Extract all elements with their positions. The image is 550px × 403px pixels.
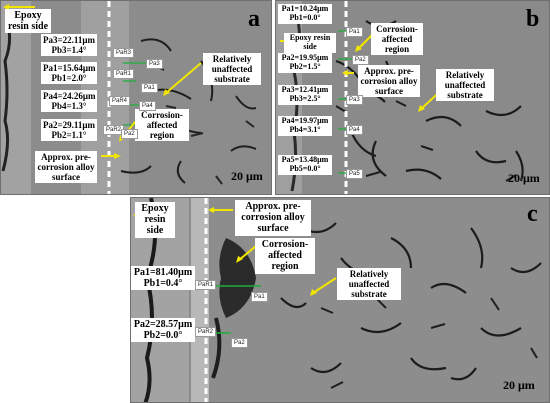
tag-pa4: Pa4 (139, 101, 156, 111)
panel-letter: a (248, 6, 260, 32)
pre-corrosion-surface-label: Approx. pre-corrosion alloy surface (35, 151, 97, 184)
scale-bar-label: 20 μm (231, 169, 263, 183)
unaffected-substrate-label: Relatively unaffected substrate (337, 268, 401, 301)
tag-pa3: Pa3 (346, 95, 363, 105)
tag-pa1: Pa1 (251, 292, 268, 302)
corrosion-region-label: Corrosion-affected region (255, 238, 315, 274)
micrograph-panel-c: Epoxy resin side Approx. pre-corrosion a… (130, 197, 550, 403)
tag-pa2: Pa2 (352, 55, 369, 65)
tag-par1: PaR1 (195, 280, 217, 290)
tag-pa1: Pa1 (141, 83, 158, 93)
tag-par3: PaR3 (113, 48, 135, 58)
tag-par4: PaR4 (109, 96, 131, 106)
unaffected-substrate-label: Relatively unaffected substrate (436, 69, 494, 102)
corrosion-region-label: Corrosion-affected region (135, 109, 189, 142)
panel-letter: b (526, 6, 540, 32)
tag-par2: PaR2 (195, 327, 217, 337)
tag-pa3: Pa3 (146, 59, 163, 69)
epoxy-resin-label: Epoxy resin side (5, 9, 51, 34)
scale-bar-label: 20 μm (508, 171, 540, 185)
panel-letter: c (527, 201, 538, 227)
sem-background-c (131, 198, 549, 402)
scale-bar-label: 20 μm (503, 378, 535, 392)
tag-pa2: Pa2 (121, 129, 138, 139)
epoxy-resin-label: Epoxy resin side (284, 33, 336, 53)
tag-pa1: Pa1 (346, 27, 363, 37)
corrosion-region-label: Corrosion-affected region (371, 23, 423, 56)
pre-corrosion-surface-label: Approx. pre-corrosion alloy surface (235, 200, 311, 236)
tag-par1: PaR1 (113, 69, 135, 79)
tag-pa4: Pa4 (346, 125, 363, 135)
epoxy-resin-label: Epoxy resin side (135, 202, 175, 238)
unaffected-substrate-label: Relatively unaffected substrate (203, 53, 261, 86)
tag-pa2: Pa2 (231, 338, 248, 348)
tag-pa5: Pa5 (346, 169, 363, 179)
pre-corrosion-surface-label: Approx. pre-corrosion alloy surface (358, 65, 420, 98)
